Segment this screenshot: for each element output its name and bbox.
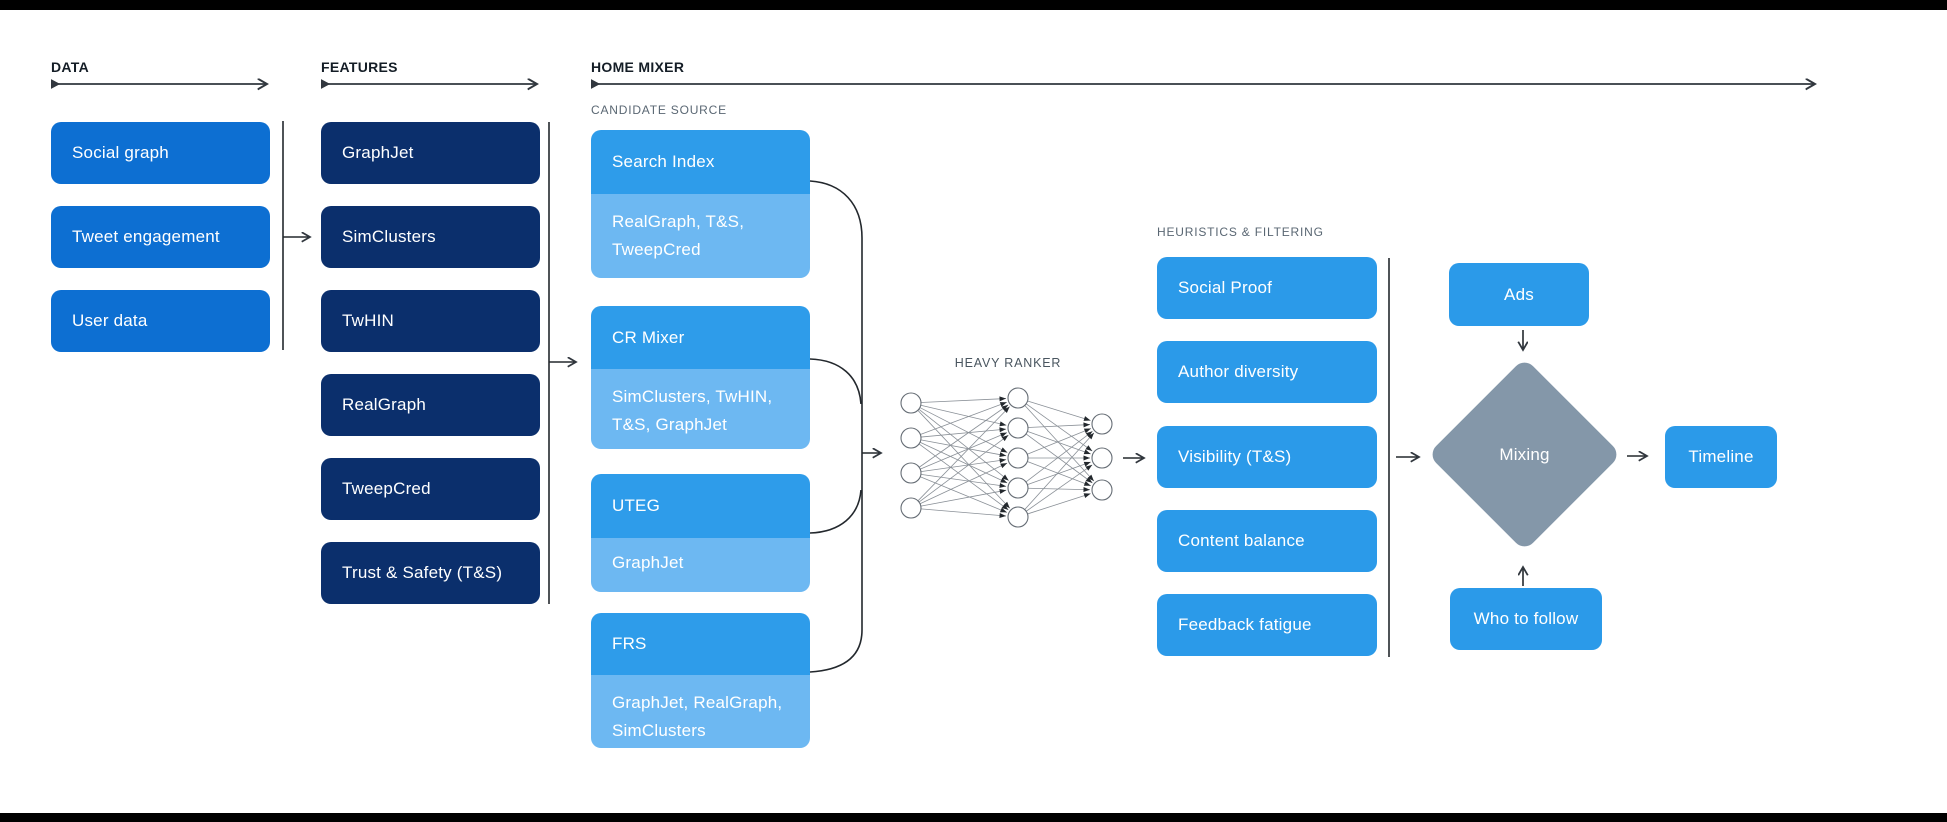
ads-box: Ads (1449, 263, 1589, 326)
nn-node-layer2 (1007, 506, 1029, 528)
candidate-title-search-index: Search Index (591, 130, 810, 194)
candidate-inputs-frs: GraphJet, RealGraph, SimClusters (591, 675, 810, 748)
heuristic-box-content-balance: Content balance (1157, 510, 1377, 572)
nn-node-layer1 (900, 392, 922, 414)
candidate-box-frs: FRS GraphJet, RealGraph, SimClusters (591, 613, 810, 748)
nn-node-layer3 (1091, 447, 1113, 469)
nn-connection (920, 404, 1007, 427)
bottom-letterbox-bar (0, 813, 1947, 822)
nn-connection (919, 407, 1008, 453)
nn-connection (1027, 493, 1091, 515)
nn-node-layer3 (1091, 479, 1113, 501)
heuristic-box-social-proof: Social Proof (1157, 257, 1377, 319)
cr-mixer-collector-curve (809, 358, 862, 405)
nn-connection (1024, 405, 1095, 482)
heuristic-box-visibility: Visibility (T&S) (1157, 426, 1377, 488)
candidate-title-cr-mixer: CR Mixer (591, 306, 810, 369)
sub-label-candidate-source: CANDIDATE SOURCE (591, 103, 727, 117)
mixing-diamond: Mixing (1427, 357, 1622, 552)
nn-connection (1024, 432, 1095, 510)
section-label-home-mixer: HOME MIXER (591, 59, 685, 75)
feature-box-twhin: TwHIN (321, 290, 540, 352)
nn-connection (918, 404, 1009, 468)
nn-node-layer2 (1007, 477, 1029, 499)
nn-node-layer2 (1007, 387, 1029, 409)
nn-connection (1027, 461, 1091, 487)
nn-connection (920, 488, 1007, 507)
nn-connection (918, 443, 1009, 511)
who-to-follow-box: Who to follow (1450, 588, 1602, 650)
nn-connection (920, 473, 1007, 488)
nn-connection (917, 410, 1011, 509)
candidate-box-cr-mixer: CR Mixer SimClusters, TwHIN, T&S, GraphJ… (591, 306, 810, 449)
nn-connection (920, 401, 1007, 435)
feature-box-realgraph: RealGraph (321, 374, 540, 436)
frs-collector-curve (809, 629, 863, 673)
top-letterbox-bar (0, 0, 1947, 10)
heuristic-box-feedback-fatigue: Feedback fatigue (1157, 594, 1377, 656)
nn-connection (920, 439, 1007, 458)
nn-connection (1027, 400, 1091, 421)
nn-node-layer1 (900, 497, 922, 519)
nn-connection (919, 441, 1008, 484)
uteg-collector-curve (809, 489, 862, 534)
heavy-ranker-network (900, 387, 1113, 528)
nn-connection (918, 408, 1009, 481)
nn-connection (1025, 464, 1093, 512)
mixing-diamond-label: Mixing (1499, 444, 1550, 464)
nn-connection (920, 458, 1007, 473)
nn-connection (920, 396, 1007, 403)
candidate-box-search-index: Search Index RealGraph, T&S, TweepCred (591, 130, 810, 278)
nn-node-layer2 (1007, 417, 1029, 439)
section-label-data: DATA (51, 59, 90, 75)
candidate-inputs-uteg: GraphJet (591, 538, 810, 592)
feature-box-trust-safety: Trust & Safety (T&S) (321, 542, 540, 604)
nn-node-layer1 (900, 427, 922, 449)
nn-connection (1027, 487, 1091, 493)
section-label-features: FEATURES (321, 59, 398, 75)
candidate-inputs-search-index: RealGraph, T&S, TweepCred (591, 194, 810, 278)
sub-label-heuristics-filtering: HEURISTICS & FILTERING (1157, 225, 1324, 239)
nn-node-layer2 (1007, 447, 1029, 469)
candidate-title-uteg: UTEG (591, 474, 810, 538)
data-box-social-graph: Social graph (51, 122, 270, 184)
feature-box-simclusters: SimClusters (321, 206, 540, 268)
search-index-collector-curve (809, 180, 863, 630)
nn-connection (1025, 430, 1093, 483)
nn-connection (920, 508, 1007, 518)
data-box-tweet-engagement: Tweet engagement (51, 206, 270, 268)
nn-connection (1027, 461, 1091, 486)
nn-connection (1025, 403, 1093, 452)
nn-connection (919, 462, 1008, 505)
nn-connection (917, 406, 1010, 502)
nn-connection (920, 476, 1008, 513)
data-box-user-data: User data (51, 290, 270, 352)
nn-node-layer3 (1091, 413, 1113, 435)
candidate-box-uteg: UTEG GraphJet (591, 474, 810, 592)
feature-box-graphjet: GraphJet (321, 122, 540, 184)
heuristic-box-author-diversity: Author diversity (1157, 341, 1377, 403)
nn-connection (920, 427, 1007, 438)
nn-connection (1027, 428, 1092, 455)
sub-label-heavy-ranker: HEAVY RANKER (954, 356, 1062, 370)
nn-connection (1025, 433, 1093, 484)
nn-connection (1027, 430, 1091, 455)
nn-connection (918, 434, 1009, 503)
timeline-box: Timeline (1665, 426, 1777, 488)
candidate-title-frs: FRS (591, 613, 810, 675)
feature-box-tweepcred: TweepCred (321, 458, 540, 520)
nn-node-layer1 (900, 462, 922, 484)
nn-connection (1027, 422, 1091, 428)
nn-connection (920, 432, 1008, 470)
candidate-inputs-cr-mixer: SimClusters, TwHIN, T&S, GraphJet (591, 369, 810, 449)
